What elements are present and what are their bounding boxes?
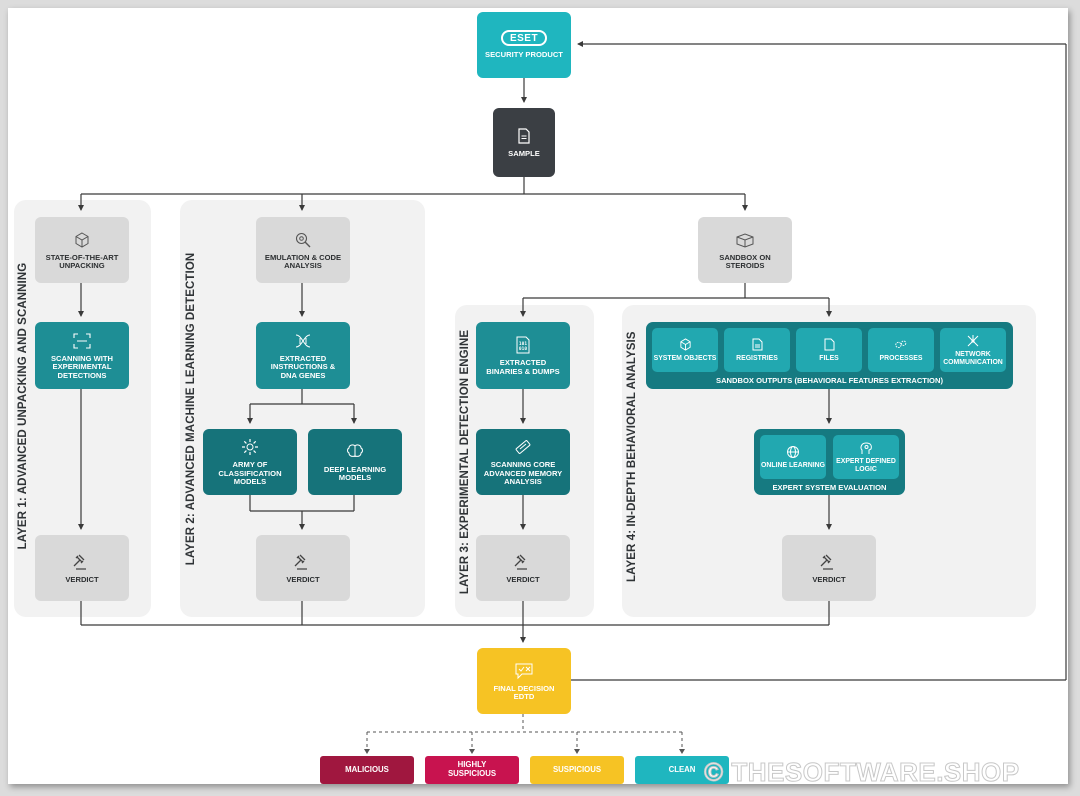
scan-icon — [72, 331, 92, 351]
scanning-experimental-label: SCANNING WITH EXPERIMENTAL DETECTIONS — [50, 353, 113, 380]
output-label: REGISTRIES — [736, 354, 778, 362]
cube-icon — [678, 338, 692, 352]
layer3-verdict-node: VERDICT — [476, 535, 570, 601]
outcome-highly-suspicious: HIGHLY SUSPICIOUS — [425, 756, 519, 784]
online-learning-label: ONLINE LEARNING — [761, 461, 825, 469]
layer3-title: LAYER 3: EXPERIMENTAL DETECTION ENGINE — [459, 329, 471, 595]
memory-icon — [513, 437, 533, 457]
dna-icon — [293, 331, 313, 351]
chat-check-icon — [514, 661, 534, 681]
army-models-node: ARMY OF CLASSIFICATION MODELS — [203, 429, 297, 495]
expert-logic-node: EXPERT DEFINED LOGIC — [833, 435, 899, 479]
globe-icon — [786, 445, 800, 459]
expert-logic-label: EXPERT DEFINED LOGIC — [836, 457, 896, 473]
sandbox-label: SANDBOX ON STEROIDS — [719, 252, 771, 270]
army-models-label: ARMY OF CLASSIFICATION MODELS — [218, 460, 282, 487]
gavel-icon — [72, 552, 92, 572]
svg-text:010: 010 — [519, 346, 527, 352]
scanning-experimental-node: SCANNING WITH EXPERIMENTAL DETECTIONS — [35, 322, 129, 389]
head-gear-icon — [859, 441, 873, 455]
scanning-core-label: SCANNING CORE ADVANCED MEMORY ANALYSIS — [483, 460, 563, 487]
outcome-malicious: MALICIOUS — [320, 756, 414, 784]
final-decision-node: FINAL DECISION EDTD — [477, 648, 571, 714]
extracted-binaries-label: EXTRACTED BINARIES & DUMPS — [486, 358, 560, 376]
output-network: NETWORK COMMUNICATION — [940, 328, 1006, 372]
output-label: SYSTEM OBJECTS — [653, 354, 717, 362]
unpacking-node: STATE-OF-THE-ART UNPACKING — [35, 217, 129, 283]
output-label: PROCESSES — [879, 354, 923, 362]
deep-learning-label: DEEP LEARNING MODELS — [323, 464, 387, 482]
deep-learning-node: DEEP LEARNING MODELS — [308, 429, 402, 495]
layer1-title: LAYER 1: ADVANCED UNPACKING AND SCANNING — [17, 262, 29, 550]
emulation-node: EMULATION & CODE ANALYSIS — [256, 217, 350, 283]
sandbox-outputs-title: SANDBOX OUTPUTS (BEHAVIORAL FEATURES EXT… — [716, 376, 943, 385]
layer1-verdict-node: VERDICT — [35, 535, 129, 601]
layer1-verdict-label: VERDICT — [65, 574, 99, 584]
svg-text:101: 101 — [519, 341, 527, 347]
outcome-clean: CLEAN — [635, 756, 729, 784]
magnifier-gear-icon — [293, 230, 313, 250]
output-files: FILES — [796, 328, 862, 372]
brain-icon — [345, 442, 365, 462]
network-icon — [966, 334, 980, 348]
gears-icon — [894, 338, 908, 352]
output-label: NETWORK COMMUNICATION — [943, 350, 1003, 366]
watermark: © THESOFTWARE.SHOP — [704, 757, 1020, 788]
final-decision-label: FINAL DECISION EDTD — [493, 683, 555, 701]
file-icon — [822, 338, 836, 352]
output-processes: PROCESSES — [868, 328, 934, 372]
gear-icon — [240, 437, 260, 457]
security-product-label: SECURITY PRODUCT — [485, 50, 563, 60]
scanning-core-node: SCANNING CORE ADVANCED MEMORY ANALYSIS — [476, 429, 570, 495]
extracted-instructions-node: EXTRACTED INSTRUCTIONS & DNA GENES — [256, 322, 350, 389]
layer2-verdict-node: VERDICT — [256, 535, 350, 601]
file-icon — [514, 126, 534, 146]
layer3-verdict-label: VERDICT — [506, 574, 540, 584]
sample-label: SAMPLE — [508, 149, 540, 159]
output-system-objects: SYSTEM OBJECTS — [652, 328, 718, 372]
output-label: FILES — [819, 354, 839, 362]
unpacking-label: STATE-OF-THE-ART UNPACKING — [45, 252, 119, 270]
online-learning-node: ONLINE LEARNING — [760, 435, 826, 479]
layer4-verdict-node: VERDICT — [782, 535, 876, 601]
security-product-node: eset SECURITY PRODUCT — [477, 12, 571, 78]
sample-node: SAMPLE — [493, 108, 555, 177]
expert-system-title: EXPERT SYSTEM EVALUATION — [772, 483, 887, 492]
eset-logo: eset — [501, 30, 547, 47]
layer2-verdict-label: VERDICT — [286, 574, 320, 584]
gavel-icon — [513, 552, 533, 572]
emulation-label: EMULATION & CODE ANALYSIS — [264, 252, 342, 270]
expert-system-group: ONLINE LEARNING EXPERT DEFINED LOGIC EXP… — [754, 429, 905, 495]
cube-icon — [72, 230, 92, 250]
document-icon — [750, 338, 764, 352]
sandbox-node: SANDBOX ON STEROIDS — [698, 217, 792, 283]
gavel-icon — [819, 552, 839, 572]
gavel-icon — [293, 552, 313, 572]
box-icon — [735, 230, 755, 250]
layer4-title: LAYER 4: IN-DEPTH BEHAVIORAL ANALYSIS — [626, 331, 638, 582]
sandbox-outputs-group: SYSTEM OBJECTS REGISTRIES FILES PROCESSE… — [646, 322, 1013, 389]
extracted-instructions-label: EXTRACTED INSTRUCTIONS & DNA GENES — [270, 353, 336, 380]
layer2-title: LAYER 2: ADVANCED MACHINE LEARNING DETEC… — [185, 252, 197, 566]
output-registries: REGISTRIES — [724, 328, 790, 372]
layer4-verdict-label: VERDICT — [812, 574, 846, 584]
outcome-suspicious: SUSPICIOUS — [530, 756, 624, 784]
